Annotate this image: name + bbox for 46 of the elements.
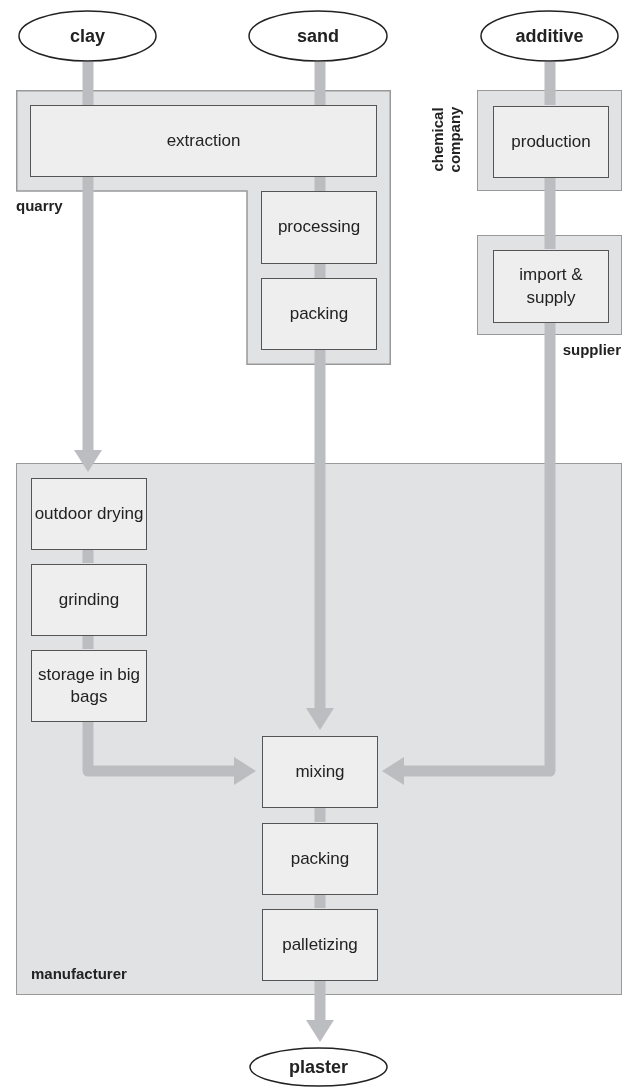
process-box bbox=[262, 909, 378, 981]
process-box bbox=[493, 250, 609, 323]
terminal-label: additive bbox=[515, 25, 584, 47]
group-region bbox=[16, 463, 622, 995]
terminal-label: sand bbox=[297, 25, 339, 47]
group-label: chemical company bbox=[429, 105, 463, 175]
process-box bbox=[262, 823, 378, 895]
process-label: storage in big bags bbox=[36, 663, 142, 708]
process-box bbox=[261, 278, 377, 350]
flow-line bbox=[82, 62, 94, 105]
flow-arrow bbox=[382, 322, 556, 785]
process-box bbox=[30, 105, 377, 177]
flow-line bbox=[314, 807, 326, 822]
process-box bbox=[262, 736, 378, 808]
terminal-label: clay bbox=[69, 25, 105, 47]
flow-line bbox=[314, 62, 326, 105]
flow-arrow bbox=[306, 350, 334, 730]
process-label: packing bbox=[290, 847, 350, 870]
process-label: outdoor drying bbox=[34, 502, 144, 525]
flow-line bbox=[82, 635, 94, 649]
flow-arrow bbox=[82, 721, 256, 785]
flow-line bbox=[314, 177, 326, 191]
process-label: processing bbox=[277, 216, 361, 239]
process-label: grinding bbox=[58, 588, 120, 611]
flow-arrow bbox=[74, 177, 102, 472]
process-label: mixing bbox=[295, 760, 345, 783]
group-label: manufacturer bbox=[31, 965, 127, 982]
flow-line bbox=[82, 549, 94, 563]
process-label: palletizing bbox=[282, 933, 358, 956]
process-label: import & supply bbox=[518, 264, 584, 309]
group-label: quarry bbox=[16, 198, 63, 215]
group-label: supplier bbox=[562, 342, 621, 359]
flow-line bbox=[544, 62, 556, 105]
process-label: packing bbox=[289, 302, 349, 325]
process-box bbox=[493, 106, 609, 178]
process-label: extraction bbox=[166, 129, 241, 152]
terminal-label: plaster bbox=[289, 1056, 348, 1078]
flow-line bbox=[314, 264, 326, 278]
process-box bbox=[31, 564, 147, 636]
process-box bbox=[31, 650, 147, 722]
process-box bbox=[261, 191, 377, 264]
flow-arrow bbox=[306, 980, 334, 1042]
flow-line bbox=[314, 894, 326, 908]
flow-line bbox=[544, 177, 556, 249]
process-box bbox=[31, 478, 147, 550]
process-label: production bbox=[511, 130, 591, 153]
